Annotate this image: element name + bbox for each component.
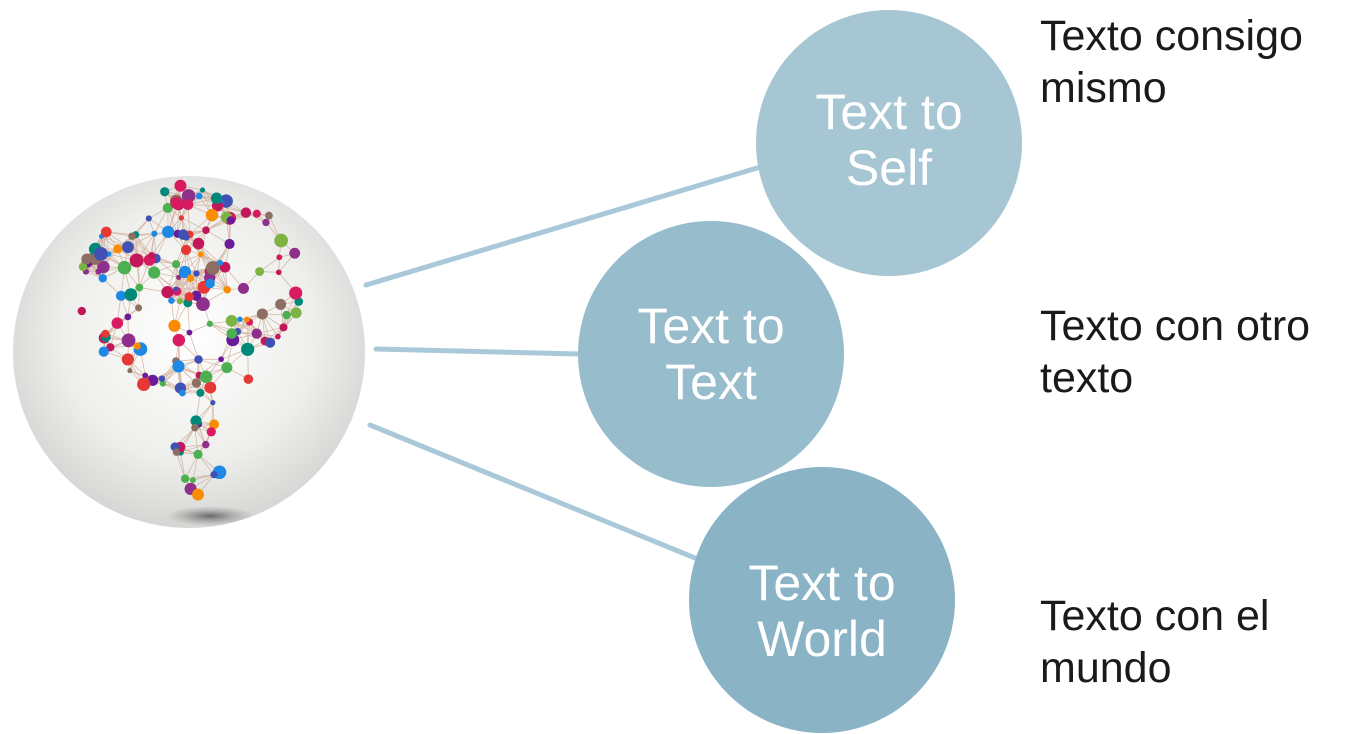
node-label-self: Text to Self [789, 84, 989, 196]
node-circle-text [578, 221, 844, 487]
node-label-text-line2: Text [665, 354, 757, 410]
node-label-self-line2: Self [845, 140, 933, 196]
description-world: Texto con el mundo [1040, 592, 1270, 692]
node-label-self-line1: Text to [815, 84, 963, 140]
description-text: Texto con otro texto [1040, 302, 1311, 402]
node-label-world-line2: World [757, 611, 887, 667]
description-self: Texto consigo mismo [1040, 12, 1303, 112]
connector-text [373, 346, 581, 357]
node-label-text-line1: Text to [637, 298, 785, 354]
node-circle-self [756, 10, 1022, 276]
node-label-world-line1: Text to [748, 555, 896, 611]
node-circle-world [689, 467, 955, 733]
node-label-text: Text to Text [611, 298, 811, 410]
node-label-world: Text to World [722, 555, 922, 667]
brain-network-icon [13, 176, 365, 528]
connector-world [367, 422, 703, 563]
connector-self [363, 165, 760, 288]
